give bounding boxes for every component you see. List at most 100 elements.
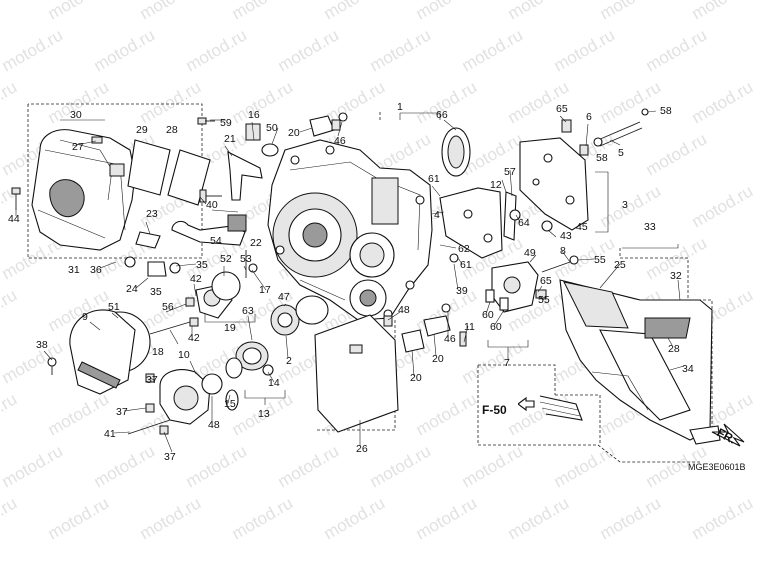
callout-34: 34 xyxy=(682,363,694,375)
callout-9: 9 xyxy=(82,311,88,323)
watermark-text: motod.ru xyxy=(551,25,619,75)
valve-body xyxy=(449,253,579,313)
callout-39: 39 xyxy=(456,285,468,297)
callout-23: 23 xyxy=(146,208,158,220)
watermark-text: motod.ru xyxy=(689,77,757,127)
callout-22: 22 xyxy=(250,237,262,249)
callout-52: 52 xyxy=(220,253,232,265)
callout-31: 31 xyxy=(68,264,80,276)
watermark-text: motod.ru xyxy=(0,25,66,75)
watermark-text: motod.ru xyxy=(367,25,435,75)
watermark-text: motod.ru xyxy=(597,0,665,23)
callout-43: 43 xyxy=(560,230,572,242)
callout-51: 51 xyxy=(108,301,120,313)
callout-10: 10 xyxy=(178,349,190,361)
callout-38: 38 xyxy=(36,339,48,351)
callout-25: 25 xyxy=(614,259,626,271)
callout-5: 5 xyxy=(618,147,624,159)
watermark-text: motod.ru xyxy=(0,0,20,23)
watermark-text: motod.ru xyxy=(321,0,389,23)
watermark-text: motod.ru xyxy=(689,181,757,231)
callout-45: 45 xyxy=(576,221,588,233)
callout-42a: 42 xyxy=(190,273,202,285)
watermark-text: motod.ru xyxy=(0,493,20,543)
watermark-text: motod.ru xyxy=(137,493,205,543)
watermark-text: motod.ru xyxy=(413,389,481,439)
callout-35b: 35 xyxy=(150,286,162,298)
callout-1: 1 xyxy=(397,101,403,113)
callout-60b: 60 xyxy=(490,321,502,333)
callout-8: 8 xyxy=(560,245,566,257)
callout-28a: 28 xyxy=(166,124,178,136)
callout-65a: 65 xyxy=(556,103,568,115)
callout-66: 66 xyxy=(436,109,448,121)
reference-code: MGE3E0601B xyxy=(688,462,746,472)
callout-20b: 20 xyxy=(432,353,444,365)
callout-27: 27 xyxy=(72,141,84,153)
watermark-text: motod.ru xyxy=(45,493,113,543)
callout-13: 13 xyxy=(258,408,270,420)
section-ref-label: F-50 xyxy=(482,403,507,417)
crankcase xyxy=(267,139,433,321)
watermark-text: motod.ru xyxy=(459,441,527,491)
watermark-text: motod.ru xyxy=(597,77,665,127)
starter-gear xyxy=(149,250,258,335)
callout-58a: 58 xyxy=(660,105,672,117)
bolts-left xyxy=(11,117,222,210)
oil-pump-cover xyxy=(127,369,239,435)
front-arrow xyxy=(711,423,745,447)
callout-37c: 37 xyxy=(164,451,176,463)
callout-55a: 55 xyxy=(594,254,606,266)
callout-12: 12 xyxy=(490,179,502,191)
callout-40: 40 xyxy=(206,199,218,211)
sensor-middle xyxy=(383,303,467,353)
callout-49: 49 xyxy=(524,247,536,259)
watermark-text: motod.ru xyxy=(0,285,20,335)
callout-61a: 61 xyxy=(428,173,440,185)
watermark-text: motod.ru xyxy=(0,389,20,439)
callout-11: 11 xyxy=(464,321,475,333)
callout-14: 14 xyxy=(268,377,280,389)
watermark-text: motod.ru xyxy=(137,0,205,23)
watermark-text: motod.ru xyxy=(183,441,251,491)
pulser-cover xyxy=(47,309,151,395)
callout-35a: 35 xyxy=(196,259,208,271)
watermark-text: motod.ru xyxy=(551,441,619,491)
watermark-text: motod.ru xyxy=(275,441,343,491)
callout-37b: 37 xyxy=(116,406,128,418)
watermark-text: motod.ru xyxy=(45,0,113,23)
watermark-text: motod.ru xyxy=(0,77,20,127)
watermark-text: motod.ru xyxy=(643,129,711,179)
watermark-text: motod.ru xyxy=(505,493,573,543)
callout-46a: 46 xyxy=(334,135,346,147)
watermark-text: motod.ru xyxy=(459,25,527,75)
callout-42b: 42 xyxy=(188,332,200,344)
watermark-text: motod.ru xyxy=(45,389,113,439)
callout-53: 53 xyxy=(240,253,252,265)
watermark-text: motod.ru xyxy=(321,493,389,543)
callout-20a: 20 xyxy=(288,127,300,139)
watermark-text: motod.ru xyxy=(597,493,665,543)
callout-15: 15 xyxy=(224,398,236,410)
callout-3: 3 xyxy=(622,199,628,211)
watermark-text: motod.ru xyxy=(505,0,573,23)
callout-64: 64 xyxy=(518,217,530,229)
callout-20c: 20 xyxy=(410,372,422,384)
watermark-text: motod.ru xyxy=(229,493,297,543)
watermark-text: motod.ru xyxy=(367,441,435,491)
watermark-text: motod.ru xyxy=(459,337,527,387)
callout-48a: 48 xyxy=(398,304,410,316)
watermark-text: motod.ru xyxy=(275,25,343,75)
callout-16: 16 xyxy=(248,109,260,121)
watermark-text: motod.ru xyxy=(91,441,159,491)
shift-shaft xyxy=(561,108,649,156)
sensor-bracket xyxy=(124,151,263,277)
part-callouts: 1 2 3 4 5 6 7 8 9 10 11 12 13 14 15 16 1… xyxy=(8,101,746,472)
clutch-gears xyxy=(225,295,329,379)
watermark-text: motod.ru xyxy=(321,77,389,127)
callout-44: 44 xyxy=(8,213,20,225)
callout-6: 6 xyxy=(586,111,592,123)
leader-lines xyxy=(15,110,685,453)
watermark-text: motod.ru xyxy=(413,0,481,23)
